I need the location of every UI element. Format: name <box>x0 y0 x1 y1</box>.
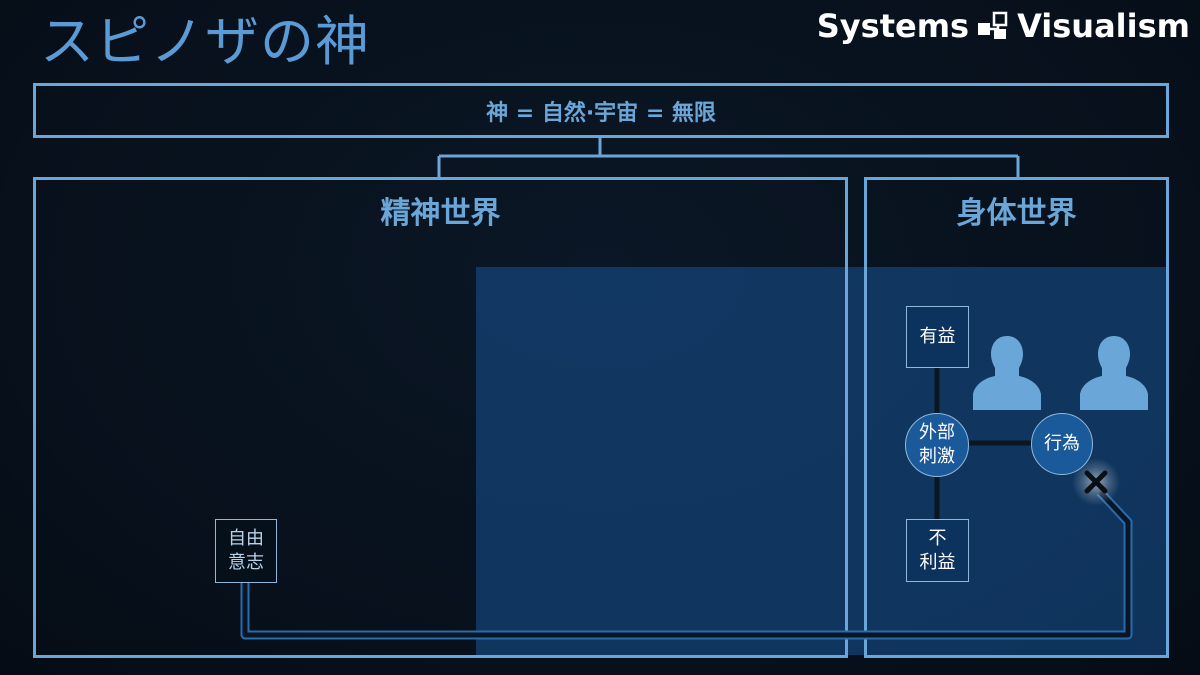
brand-right-text: Visualism <box>1017 7 1190 45</box>
harm-line-2: 利益 <box>919 551 956 573</box>
benefit-label: 有益 <box>919 326 956 347</box>
stimulus-line-2: 刺激 <box>919 446 955 467</box>
mind-world-box: 精神世界 <box>33 177 848 658</box>
harm-node: 不 利益 <box>906 519 969 582</box>
systems-visualism-logo-icon <box>978 11 1008 39</box>
mind-world-title: 精神世界 <box>380 196 501 231</box>
top-bracket-connector <box>437 138 1020 177</box>
stimulus-links <box>934 368 1031 519</box>
free-will-line-2: 意志 <box>228 552 264 573</box>
free-will-line-1: 自由 <box>228 528 264 549</box>
benefit-node: 有益 <box>906 306 969 368</box>
page-title: スピノザの神 <box>40 10 370 73</box>
body-world-title: 身体世界 <box>956 196 1077 231</box>
god-equation: 神 = 自然·宇宙 = 無限 <box>486 100 716 126</box>
person-icon <box>1080 336 1148 410</box>
action-node: 行為 <box>1031 413 1093 475</box>
blocked-cross <box>1072 458 1120 506</box>
stimulus-line-1: 外部 <box>919 422 955 443</box>
harm-line-1: 不 <box>928 527 947 549</box>
person-icon <box>973 336 1041 410</box>
body-world-box: 身体世界 <box>864 177 1169 658</box>
external-stimulus-node: 外部 刺激 <box>905 413 969 477</box>
god-equation-box: 神 = 自然·宇宙 = 無限 <box>33 83 1169 138</box>
brand-left-text: Systems <box>816 7 970 45</box>
free-will-node: 自由 意志 <box>215 519 277 583</box>
feedback-path <box>240 488 1133 640</box>
brand-logo: Systems Visualism <box>817 6 1190 46</box>
cross-icon <box>1084 470 1108 494</box>
action-label: 行為 <box>1044 433 1080 454</box>
